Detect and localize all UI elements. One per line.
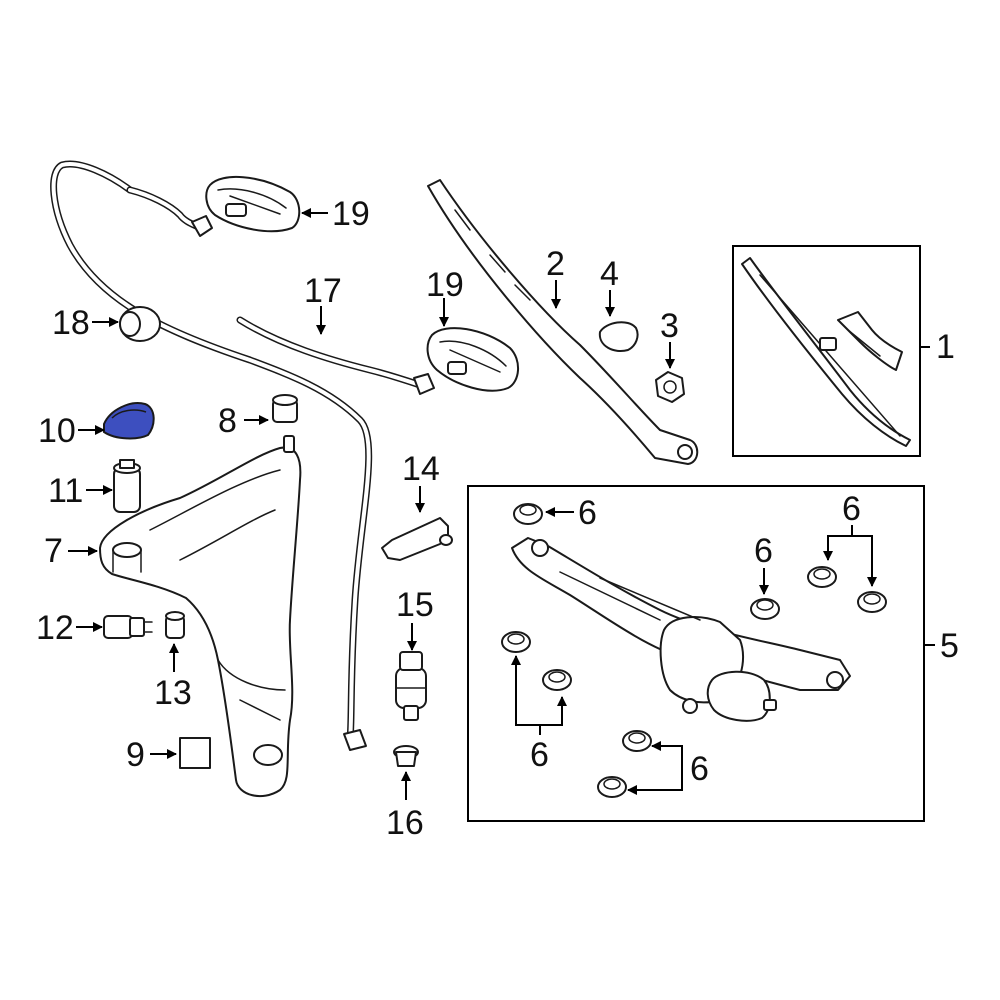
callout-6-left: 6 xyxy=(530,736,549,774)
washer-pump[interactable] xyxy=(395,651,427,721)
callout-6-low: 6 xyxy=(690,750,709,788)
linkage-bushing-right-a[interactable] xyxy=(807,566,837,588)
linkage-bushing-right-b[interactable] xyxy=(857,591,887,613)
callout-11: 11 xyxy=(48,472,83,510)
callout-9: 9 xyxy=(126,736,145,774)
callout-6-right: 6 xyxy=(842,490,861,528)
linkage-bushing-left-b[interactable] xyxy=(542,669,572,691)
washer-reservoir[interactable] xyxy=(99,435,302,798)
linkage-bushing-low-b[interactable] xyxy=(597,776,627,798)
callout-3: 3 xyxy=(660,307,679,345)
callout-19-upper: 19 xyxy=(332,195,370,233)
callout-13: 13 xyxy=(154,674,192,712)
linkage-bushing-low-a[interactable] xyxy=(622,730,652,752)
reservoir-cap-highlighted[interactable] xyxy=(103,402,155,440)
callout-17: 17 xyxy=(304,272,342,310)
callout-14: 14 xyxy=(402,450,440,488)
linkage-bushing-mid[interactable] xyxy=(750,598,780,620)
washer-nozzle-upper[interactable] xyxy=(205,175,301,233)
callout-16: 16 xyxy=(386,804,424,842)
sensor-seal[interactable] xyxy=(165,611,185,639)
callout-1: 1 xyxy=(936,328,955,366)
callout-4: 4 xyxy=(600,255,619,293)
washer-nozzle-lower[interactable] xyxy=(426,327,519,392)
callout-19-lower: 19 xyxy=(426,266,464,304)
level-sensor[interactable] xyxy=(103,615,153,639)
wiper-blade[interactable] xyxy=(741,257,911,447)
callout-6-top: 6 xyxy=(578,494,597,532)
callout-5: 5 xyxy=(940,627,959,665)
arm-cap[interactable] xyxy=(598,321,639,352)
arm-nut[interactable] xyxy=(655,371,685,403)
pump-grommet[interactable] xyxy=(393,745,419,767)
callout-labels: 1 2 3 4 5 6 6 6 6 6 7 8 9 10 11 12 13 14… xyxy=(36,195,959,842)
washer-hose[interactable] xyxy=(50,160,435,751)
callout-6-mid: 6 xyxy=(754,532,773,570)
wiper-linkage-box xyxy=(467,485,925,822)
reservoir-grommet[interactable] xyxy=(272,394,298,423)
callout-18: 18 xyxy=(52,304,90,342)
callout-7: 7 xyxy=(44,532,63,570)
callout-2: 2 xyxy=(546,245,565,283)
callout-15: 15 xyxy=(396,586,434,624)
hose-bracket[interactable] xyxy=(381,517,453,561)
wiper-arm[interactable] xyxy=(427,179,699,465)
callout-12: 12 xyxy=(36,609,74,647)
linkage-bushing-left-a[interactable] xyxy=(501,631,531,653)
wiper-blade-adapter[interactable] xyxy=(837,311,903,371)
leader-lines xyxy=(68,208,935,800)
callout-8: 8 xyxy=(218,402,237,440)
wiper-linkage[interactable] xyxy=(511,537,851,722)
linkage-bushing-top[interactable] xyxy=(513,503,543,525)
callout-10: 10 xyxy=(38,412,76,450)
hose-grommet[interactable] xyxy=(119,306,161,342)
wiper-blade-box xyxy=(732,245,921,457)
reservoir-filter[interactable] xyxy=(113,459,141,513)
reservoir-label-square[interactable] xyxy=(179,737,211,769)
